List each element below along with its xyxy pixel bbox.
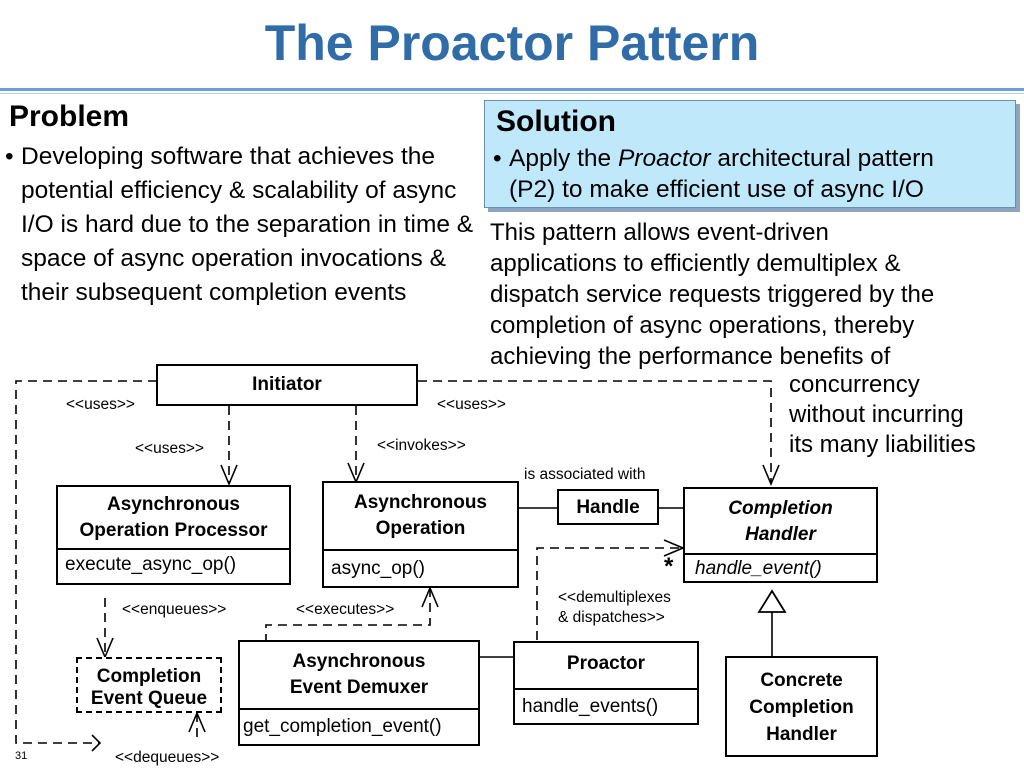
solution-text-em: Proactor (617, 145, 711, 172)
bullet-icon: • (493, 145, 502, 172)
class-operation: async_op() (324, 549, 517, 587)
class-operation: get_completion_event() (240, 708, 478, 744)
class-name: Completion Handler (685, 489, 876, 553)
class-async-operation: Asynchronous Operation async_op() (322, 481, 519, 588)
class-name: Asynchronous Operation (324, 483, 517, 549)
page-number: 31 (15, 750, 28, 762)
executes-label: <<executes>> (296, 601, 395, 618)
inheritance-triangle (757, 589, 787, 613)
class-name: Completion Event Queue (78, 659, 220, 710)
class-name-line: Completion (96, 666, 202, 687)
association-label: is associated with (524, 466, 646, 483)
class-initiator: Initiator (156, 364, 418, 406)
class-operation: execute_async_op() (58, 548, 289, 580)
uses-label: <<uses>> (66, 396, 135, 413)
solution-heading: Solution (496, 105, 616, 138)
class-async-event-demuxer: Asynchronous Event Demuxer get_completio… (238, 640, 480, 746)
class-name-line: Operation (375, 518, 466, 539)
uses-loop-connector (15, 380, 157, 744)
arrow-icon (188, 710, 206, 733)
arrow-icon (762, 464, 780, 487)
class-name-line: Concrete (760, 670, 843, 691)
dequeues-label: <<dequeues>> (115, 749, 220, 766)
class-name: Proactor (566, 653, 646, 674)
class-operation: handle_events() (515, 688, 697, 724)
class-handle: Handle (557, 489, 659, 525)
class-name: Asynchronous Event Demuxer (240, 642, 478, 708)
class-name-line: Event Queue (90, 688, 208, 709)
description-line: This pattern allows event-driven (490, 219, 829, 246)
enqueues-label: <<enqueues>> (122, 601, 227, 618)
arrow-icon (91, 734, 102, 752)
problem-heading: Problem (9, 100, 130, 133)
invokes-label: <<invokes>> (377, 437, 466, 454)
multiplicity-label: * (664, 553, 674, 580)
class-name-line: Asynchronous (353, 492, 488, 513)
description-line: without incurring (789, 401, 964, 428)
executes-connector (265, 588, 431, 640)
class-name-line: Event Demuxer (289, 677, 429, 698)
class-name-line: Asynchronous (106, 494, 241, 515)
solution-bullet: • Apply the Proactor architectural patte… (493, 143, 1008, 205)
arrow-icon (421, 585, 439, 608)
uses-label: <<uses>> (437, 396, 506, 413)
slide-title: The Proactor Pattern (264, 15, 760, 71)
class-proactor: Proactor handle_events() (513, 641, 699, 725)
description-line: applications to efficiently demultiplex … (490, 250, 901, 277)
class-name: Asynchronous Operation Processor (58, 487, 289, 548)
problem-text: Developing software that achieves the po… (21, 143, 474, 306)
uses-label: <<uses>> (135, 440, 204, 457)
demux-label: <<demultiplexes (558, 589, 671, 606)
class-name: Initiator (252, 374, 322, 395)
title-divider-thin (0, 93, 1024, 94)
description-line: achieving the performance benefits of (490, 343, 891, 370)
solution-text: Apply the Proactor architectural pattern… (509, 143, 1008, 205)
class-name-line: Handler (745, 524, 816, 545)
description-line: concurrency (789, 371, 920, 398)
description-line: completion of async operations, thereby (490, 312, 915, 339)
class-name-line: Completion (728, 498, 833, 519)
class-concrete-completion-handler: Concrete Completion Handler (725, 656, 878, 757)
class-name-line: Operation Processor (79, 520, 268, 541)
solution-text-pre: Apply the (509, 145, 618, 172)
class-name: Concrete Completion Handler (727, 658, 876, 748)
demux-label: & dispatches>> (558, 609, 665, 626)
description-line: dispatch service requests triggered by t… (490, 281, 935, 308)
uses-ch-connector (418, 380, 772, 484)
demux-connector (536, 547, 683, 640)
class-name-line: Handler (766, 724, 837, 745)
class-completion-event-queue: Completion Event Queue (76, 657, 222, 713)
title-divider (0, 88, 1024, 91)
solution-box: Solution • Apply the Proactor architectu… (484, 100, 1016, 208)
class-name-line: Completion (749, 697, 854, 718)
solution-text-post: architectural pattern (710, 145, 934, 172)
class-operation: handle_event() (685, 553, 876, 583)
bullet-icon: • (5, 143, 14, 170)
problem-bullet: • Developing software that achieves the … (5, 140, 475, 310)
solution-text-line2: (P2) to make efficient use of async I/O (509, 176, 924, 203)
description-line: its many liabilities (789, 431, 976, 458)
class-name: Handle (576, 497, 640, 518)
class-completion-handler: Completion Handler handle_event() (683, 487, 878, 583)
class-name-line: Asynchronous (292, 651, 426, 672)
class-async-operation-processor: Asynchronous Operation Processor execute… (56, 485, 291, 585)
arrow-icon (220, 464, 238, 487)
